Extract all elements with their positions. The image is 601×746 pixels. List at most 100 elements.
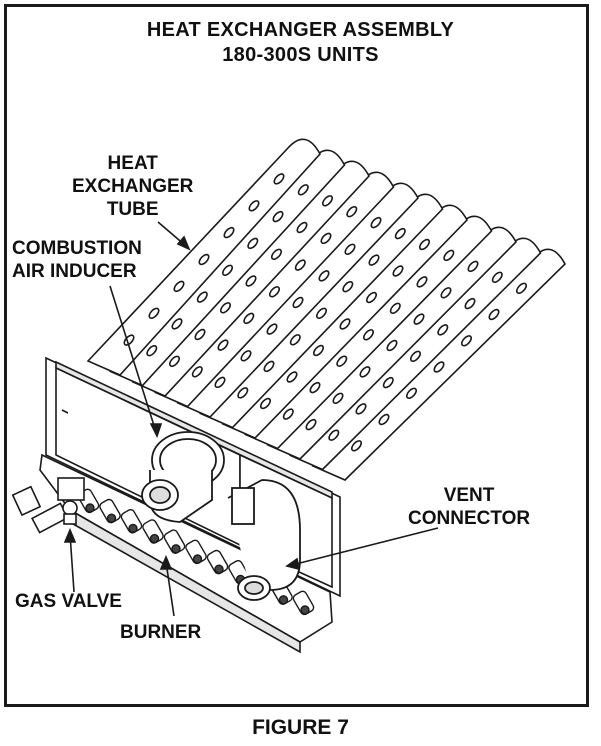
tube-dimple	[243, 312, 255, 325]
label-combustion-air-inducer-line2: AIR INDUCER	[12, 261, 137, 282]
label-vent-connector: VENT CONNECTOR	[408, 484, 530, 530]
tube-dimple	[219, 302, 232, 314]
combustion-air-inducer	[141, 431, 225, 523]
tube-dimple	[217, 339, 229, 351]
tube-dimple	[168, 355, 181, 368]
diagram-subtitle: 180-300S UNITS	[222, 44, 379, 66]
burner-orifice	[85, 503, 95, 513]
gas-valve	[11, 477, 85, 534]
label-heat-exchanger-tube: HEAT EXCHANGER TUBE	[72, 152, 193, 221]
tube-dimple	[464, 297, 476, 310]
leader-lines	[63, 221, 439, 617]
tube-dimple	[321, 195, 334, 207]
diagram-title: HEAT EXCHANGER ASSEMBLY	[146, 19, 455, 41]
label-combustion-air-inducer-line1: COMBUSTION	[12, 238, 142, 259]
label-gas-valve: GAS VALVE	[15, 591, 122, 612]
tube-dimple	[365, 291, 378, 304]
tube-dimple	[171, 318, 183, 330]
tube-dimple	[191, 366, 203, 378]
tube-dimple	[266, 323, 278, 335]
tube-dimple	[433, 361, 445, 373]
tube-dimple	[392, 265, 404, 277]
tube-dimple	[320, 232, 332, 245]
tube-dimple	[297, 184, 309, 196]
tube-dimple	[440, 287, 452, 299]
burner-orifice	[106, 513, 117, 523]
tube-dimple	[413, 313, 425, 325]
burner-orifice	[171, 544, 181, 554]
tube-dimple	[146, 344, 158, 357]
tube-dimple	[194, 328, 206, 341]
tube-dimple	[336, 355, 348, 367]
label-heat-exchanger-tube-line2: EXCHANGER	[72, 176, 194, 197]
tube-dimple	[294, 259, 306, 271]
tube-dimple	[247, 237, 259, 250]
tube-dimple	[416, 276, 428, 288]
tube-dimple	[273, 173, 285, 185]
burner-orifice	[214, 564, 224, 574]
tube-dimple	[292, 296, 304, 309]
tube-dimple	[350, 440, 363, 452]
tube-dimple	[355, 403, 367, 415]
tube-dimple	[237, 387, 249, 399]
figure-caption: FIGURE 7	[252, 716, 349, 739]
tube-dimple	[491, 271, 503, 284]
tube-dimple	[223, 226, 235, 239]
tube-dimple	[240, 350, 252, 362]
tube-dimple	[196, 291, 208, 303]
tube-dimple	[386, 339, 398, 352]
tube-dimple	[296, 221, 308, 234]
label-heat-exchanger-tube-line3: TUBE	[106, 199, 159, 220]
tube-dimple	[315, 307, 328, 320]
tube-dimple	[309, 381, 321, 394]
label-combustion-air-inducer: COMBUSTION AIR INDUCER	[12, 237, 142, 283]
tube-dimple	[282, 408, 294, 420]
tube-dimple	[368, 254, 380, 266]
tube-dimple	[289, 334, 301, 346]
tube-dimple	[346, 205, 358, 218]
vent-connector	[227, 479, 301, 601]
tube-dimple	[488, 308, 500, 321]
tube-dimple	[198, 253, 210, 266]
tube-dimple	[394, 227, 406, 240]
burner-orifice	[300, 605, 310, 615]
label-heat-exchanger-tube-line1: HEAT	[107, 153, 158, 174]
tube-dimple	[370, 216, 382, 229]
tube-dimple	[268, 286, 281, 298]
tube-dimple	[286, 371, 298, 383]
tube-dimple	[359, 366, 371, 378]
tube-dimple	[389, 302, 401, 315]
label-vent-connector-line2: CONNECTOR	[408, 508, 531, 529]
burner-orifice	[128, 523, 138, 534]
tube-dimple	[332, 392, 344, 405]
burner-orifice	[149, 533, 160, 544]
tube-dimple	[318, 270, 330, 282]
tube-dimple	[437, 324, 449, 336]
tube-dimple	[378, 413, 390, 426]
tube-dimple	[272, 210, 284, 223]
tube-dimple	[305, 418, 317, 431]
label-vent-connector-line1: VENT	[443, 485, 495, 506]
tube-dimple	[344, 243, 356, 256]
tube-dimple	[221, 264, 234, 277]
tube-dimple	[214, 376, 226, 389]
tube-dimple	[339, 318, 351, 330]
tube-dimple	[418, 238, 431, 251]
tube-dimple	[328, 429, 340, 441]
tube-dimple	[362, 329, 375, 341]
tube-dimple	[382, 376, 394, 389]
tube-dimple	[148, 307, 160, 320]
tube-dimple	[409, 350, 422, 363]
tube-dimple	[342, 280, 354, 293]
tube-dimple	[515, 282, 528, 295]
burner-orifice	[192, 554, 203, 564]
tube-dimple	[467, 260, 479, 273]
tube-dimple	[248, 200, 260, 212]
tube-dimple	[460, 335, 473, 347]
tube-dimple	[173, 280, 185, 293]
tube-dimple	[405, 387, 418, 400]
tube-dimple	[312, 344, 325, 357]
heat-exchanger-tubes	[86, 138, 566, 481]
tube-dimple	[245, 275, 257, 287]
